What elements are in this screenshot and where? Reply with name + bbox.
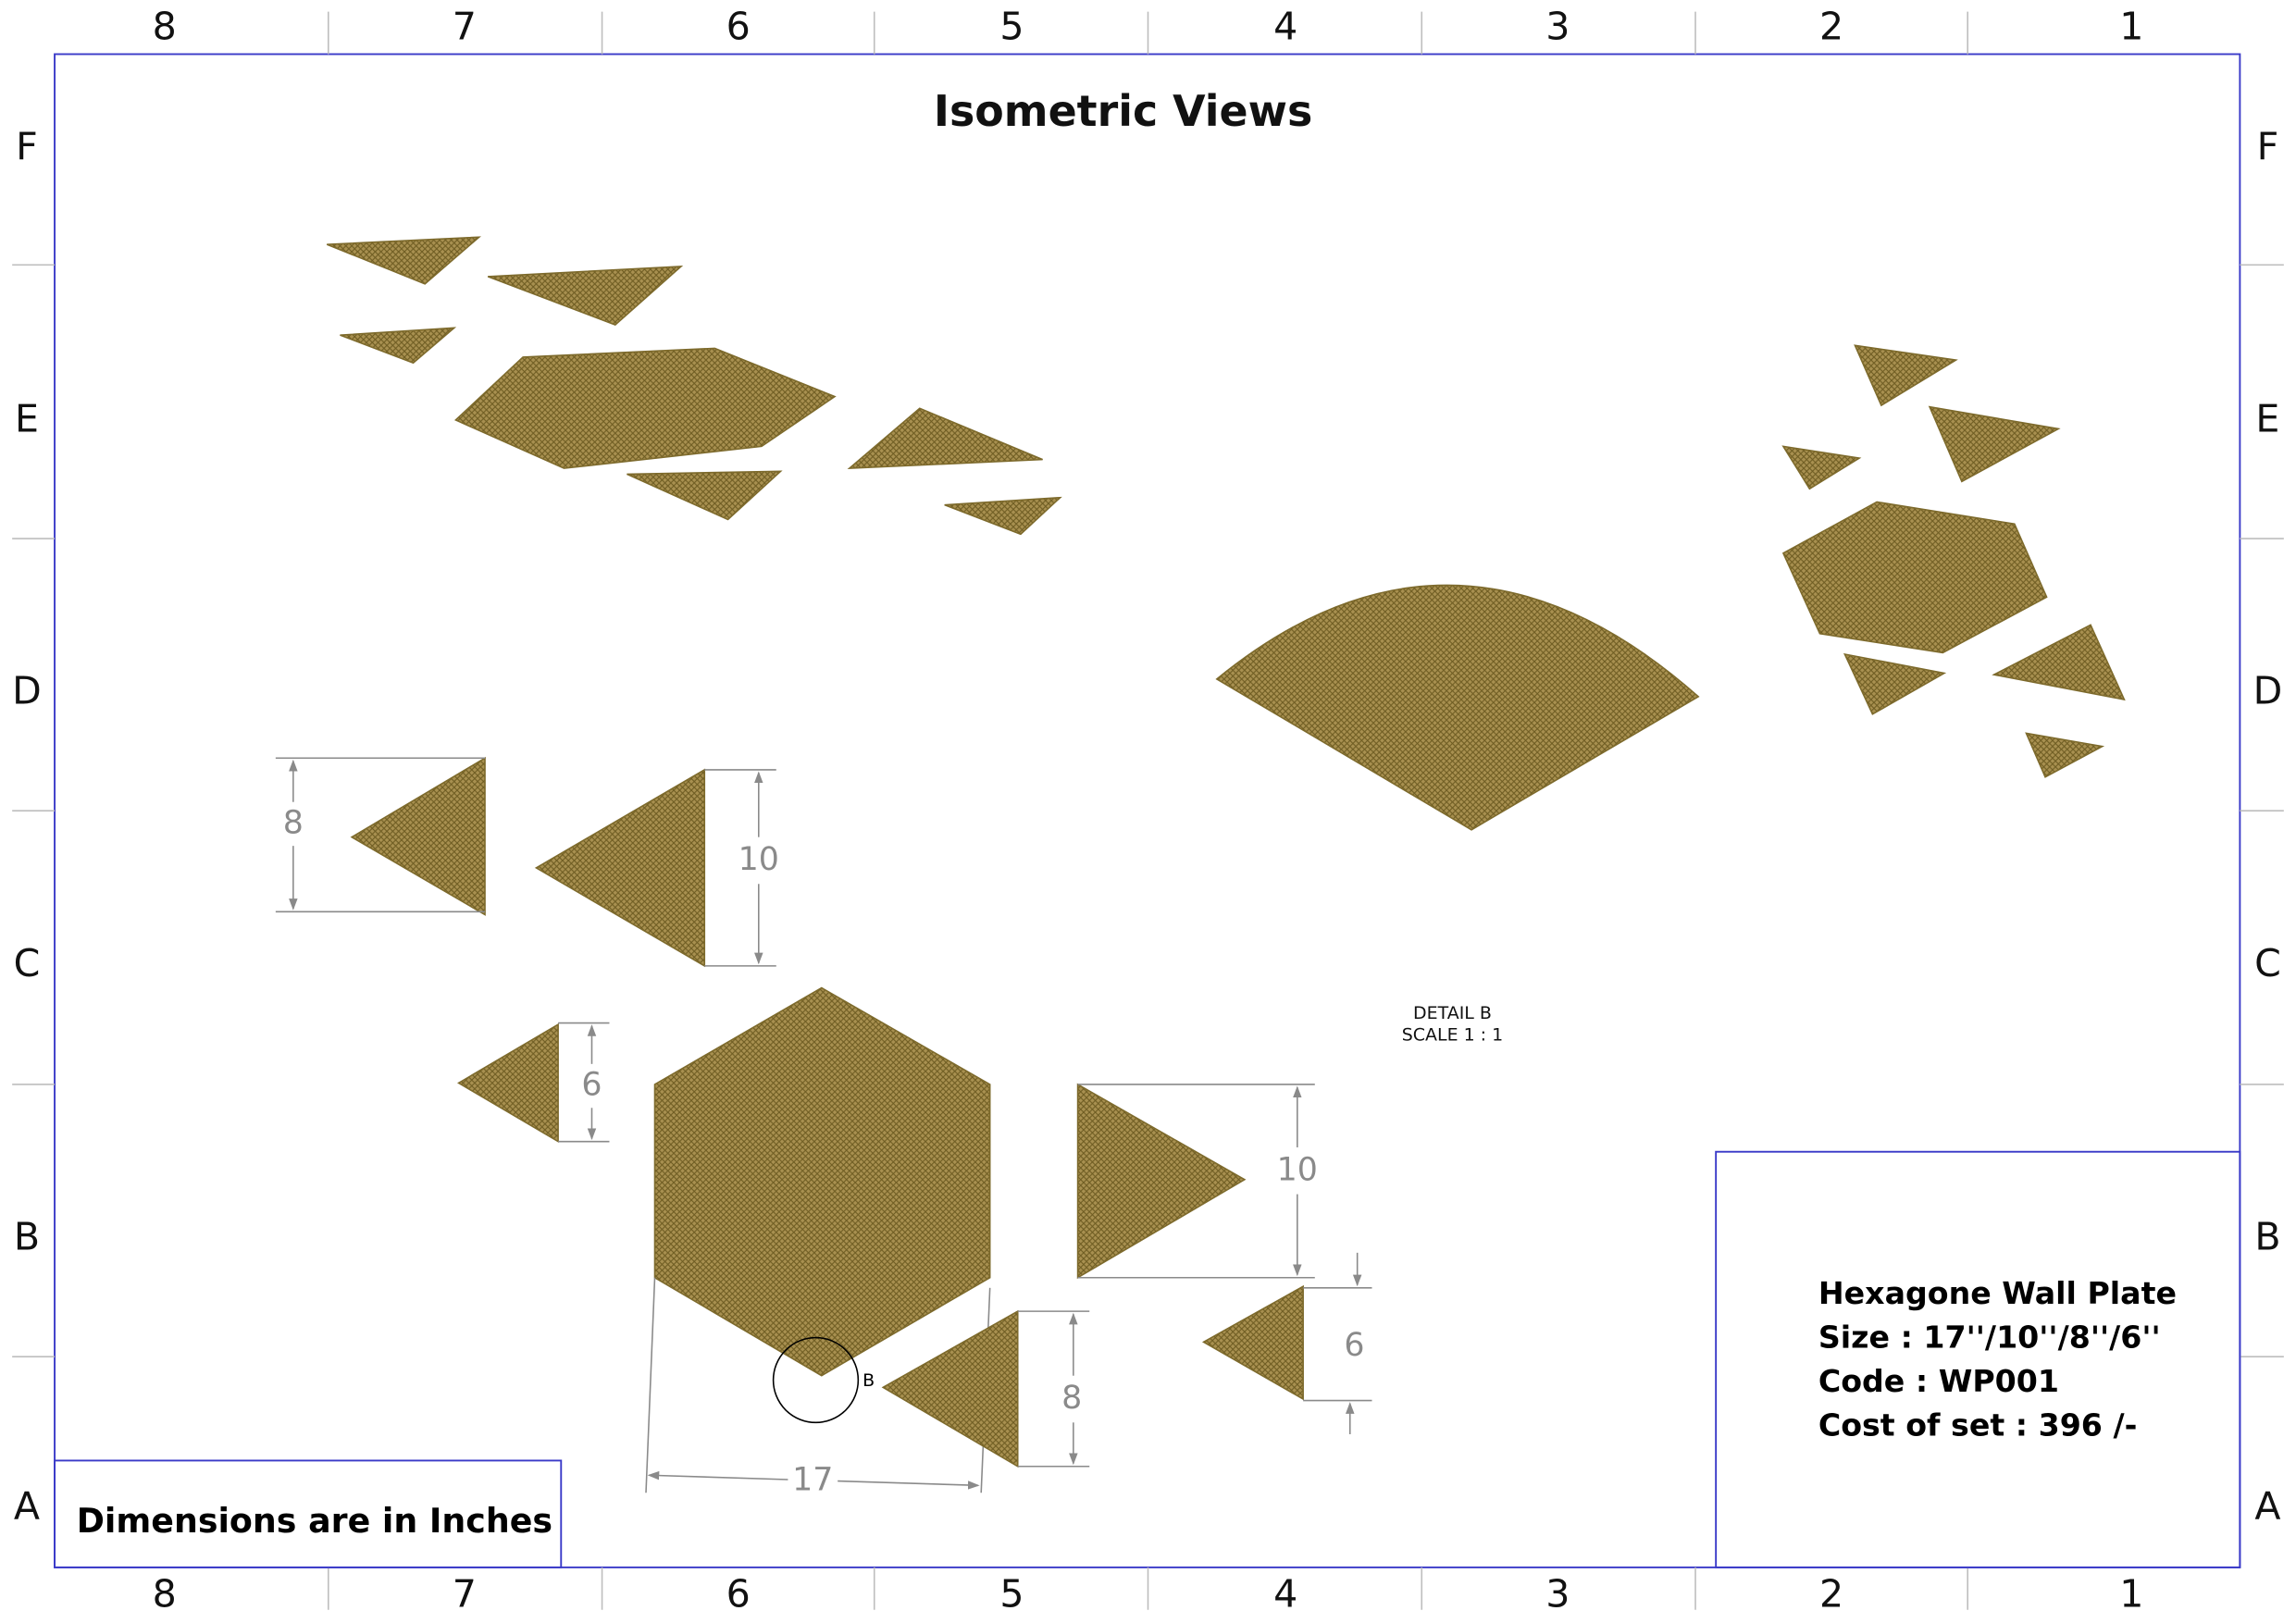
col-label: 5 <box>999 5 1024 49</box>
triangle-part <box>487 265 684 327</box>
triangle-part <box>326 236 481 285</box>
row-labels-left: F E D C B A <box>12 124 42 1528</box>
triangle-10-right-view: 10 <box>1076 1083 1318 1280</box>
hexagon-part <box>1781 501 2048 654</box>
row-label: C <box>2254 941 2281 985</box>
product-cost: Cost of set : 396 /- <box>1818 1407 2138 1443</box>
triangle-8-view: 8 <box>275 756 486 916</box>
row-label: E <box>15 397 39 441</box>
row-label: B <box>2254 1215 2280 1259</box>
units-note: Dimensions are in Inches <box>77 1501 552 1541</box>
triangle-8-bottom-view: 8 <box>881 1309 1090 1468</box>
col-label: 7 <box>453 5 477 49</box>
col-label: 6 <box>726 5 751 49</box>
column-labels-bottom: 8 7 6 5 4 3 2 1 <box>153 1572 2144 1617</box>
dimension-label: 6 <box>581 1067 602 1104</box>
triangle-part <box>944 496 1062 536</box>
col-label: 8 <box>153 1572 177 1617</box>
triangle-part <box>2025 732 2105 778</box>
dimension-label: 6 <box>1344 1327 1364 1364</box>
triangle-part <box>627 470 783 521</box>
triangle-part <box>1854 344 1958 407</box>
row-labels-right: F E D C B A <box>2253 124 2283 1528</box>
product-size: Size : 17''/10''/8''/6'' <box>1818 1319 2161 1356</box>
triangle-part <box>1992 624 2126 701</box>
isometric-view-left <box>326 236 1062 536</box>
row-label: F <box>2257 124 2279 168</box>
detail-scale: SCALE 1 : 1 <box>1402 1025 1503 1046</box>
col-label: 3 <box>1545 1572 1570 1617</box>
product-name: Hexagone Wall Plate <box>1818 1275 2177 1311</box>
col-label: 4 <box>1273 1572 1297 1617</box>
dimension-label: 10 <box>738 841 779 878</box>
row-label: E <box>2255 397 2279 441</box>
dimension-label: 8 <box>283 804 304 841</box>
col-label: 6 <box>726 1572 751 1617</box>
col-label: 1 <box>2119 1572 2143 1617</box>
row-label: F <box>16 124 38 168</box>
hexagon-17-view: 17 B <box>645 986 991 1499</box>
row-label: A <box>14 1484 40 1529</box>
detail-label: DETAIL B <box>1413 1003 1492 1023</box>
zone-dividers <box>12 11 2284 1610</box>
sheet-title: Isometric Views <box>934 86 1312 136</box>
triangle-part <box>1843 652 1947 715</box>
dimension-label: 10 <box>1277 1151 1318 1188</box>
detail-callout-circle <box>772 1336 860 1424</box>
product-code: Code : WP001 <box>1818 1363 2059 1399</box>
col-label: 5 <box>999 1572 1024 1617</box>
col-label: 2 <box>1819 1572 1843 1617</box>
col-label: 7 <box>453 1572 477 1617</box>
triangle-part <box>1928 405 2061 483</box>
col-label: 1 <box>2119 5 2143 49</box>
triangle-part <box>340 327 457 365</box>
row-label: A <box>2254 1484 2280 1529</box>
col-label: 3 <box>1545 5 1570 49</box>
detail-callout-label: B <box>863 1370 875 1391</box>
triangle-part <box>1781 445 1862 490</box>
title-block <box>1715 1150 2241 1568</box>
triangle-6-right-view: 6 <box>1201 1252 1372 1434</box>
triangle-part <box>847 407 1043 470</box>
column-labels-top: 8 7 6 5 4 3 2 1 <box>153 5 2144 49</box>
row-label: D <box>2253 669 2283 713</box>
dimension-label: 17 <box>792 1462 833 1499</box>
row-label: D <box>12 669 42 713</box>
hexagon-part <box>453 347 837 469</box>
col-label: 4 <box>1273 5 1297 49</box>
isometric-view-right <box>1781 344 2126 778</box>
triangle-10-view: 10 <box>534 768 779 968</box>
row-label: C <box>14 941 41 985</box>
col-label: 2 <box>1819 5 1843 49</box>
row-label: B <box>14 1215 40 1259</box>
col-label: 8 <box>153 5 177 49</box>
dimension-label: 8 <box>1061 1380 1082 1417</box>
triangle-6-view: 6 <box>457 1022 610 1144</box>
note-box <box>54 1459 563 1568</box>
detail-b-view <box>1215 584 1700 831</box>
